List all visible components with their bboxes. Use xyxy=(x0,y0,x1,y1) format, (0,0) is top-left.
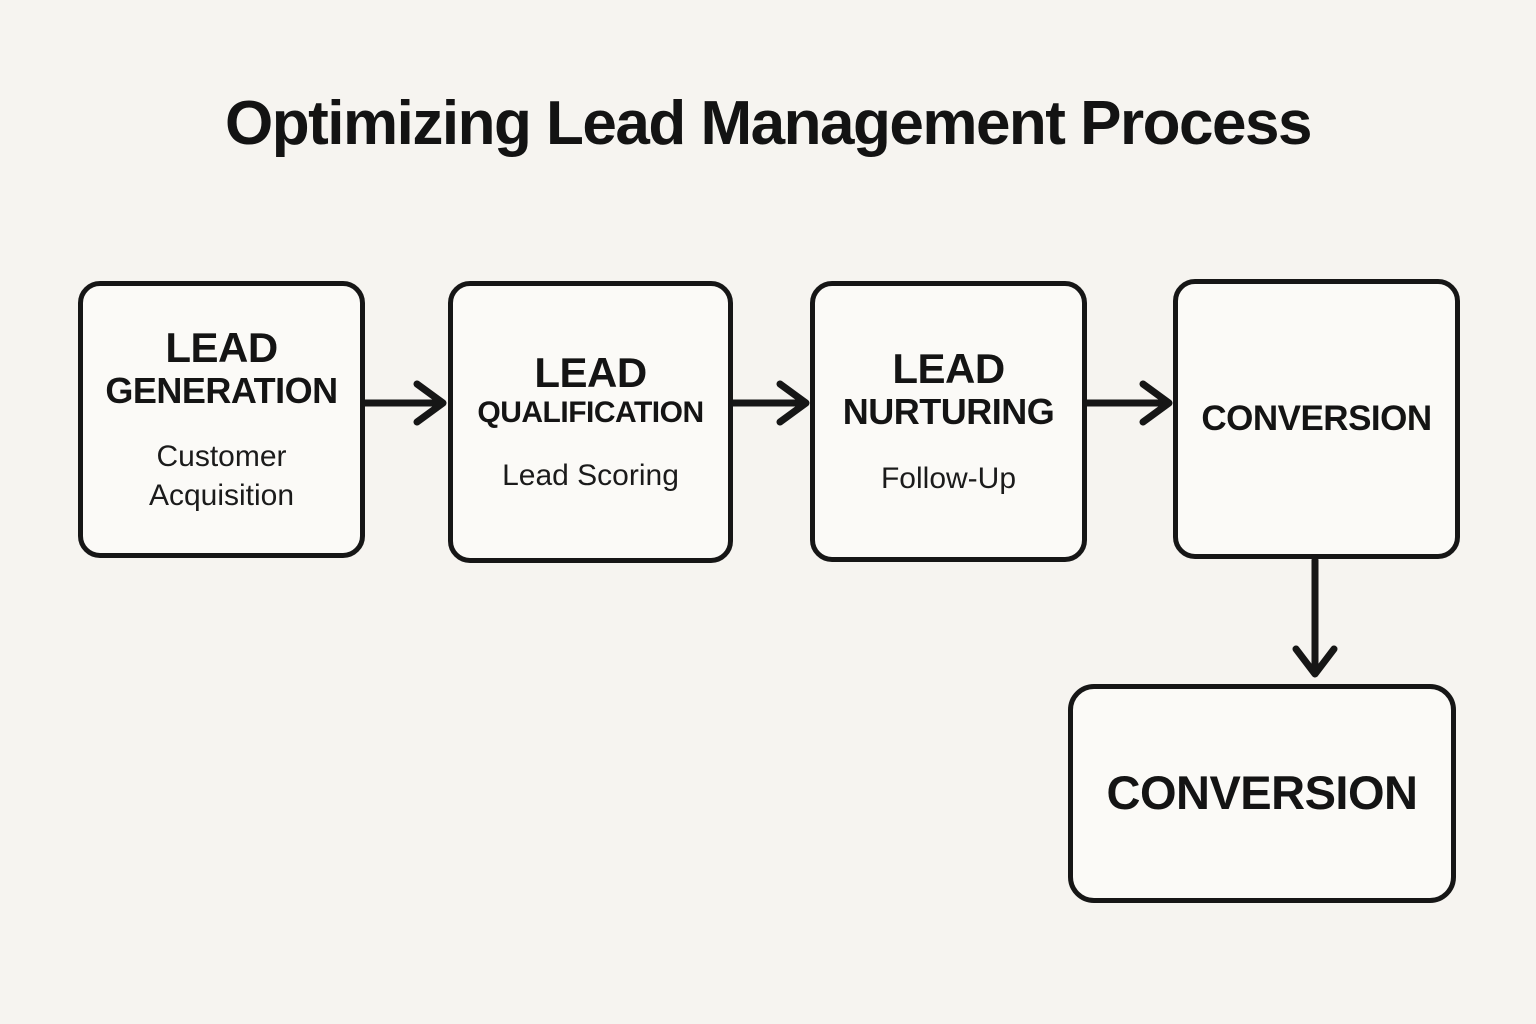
arrow-lead-nurturing-to-conversion xyxy=(1083,380,1173,426)
node-heading-line1: LEAD xyxy=(892,345,1005,393)
node-heading: CONVERSION xyxy=(1106,766,1419,820)
node-lead-nurturing: LEAD NURTURING Follow-Up xyxy=(810,281,1087,562)
node-conversion-final: CONVERSION xyxy=(1068,684,1456,903)
node-heading: LEAD GENERATION xyxy=(105,323,338,411)
node-subtitle: Follow-Up xyxy=(880,461,1017,495)
node-heading: LEAD NURTURING xyxy=(842,345,1055,433)
arrow-lead-qualification-to-lead-nurturing xyxy=(729,380,810,426)
node-conversion: CONVERSION xyxy=(1173,279,1460,559)
node-heading-line2: NURTURING xyxy=(842,391,1055,433)
node-heading-line1: CONVERSION xyxy=(1201,399,1432,439)
node-heading-line1: LEAD xyxy=(165,323,278,371)
node-subtitle: Lead Scoring xyxy=(502,458,679,492)
node-subtitle: Customer Acquisition xyxy=(148,440,295,513)
node-lead-generation: LEAD GENERATION Customer Acquisition xyxy=(78,281,365,558)
node-heading-line1: CONVERSION xyxy=(1106,766,1419,820)
arrow-lead-generation-to-lead-qualification xyxy=(361,380,447,426)
node-heading: CONVERSION xyxy=(1201,399,1432,439)
node-heading-line1: LEAD xyxy=(534,349,647,397)
arrow-conversion-to-conversion-final xyxy=(1292,556,1338,678)
node-heading-line2: QUALIFICATION xyxy=(477,396,704,430)
node-heading-line2: GENERATION xyxy=(105,369,338,411)
page-title: Optimizing Lead Management Process xyxy=(225,89,1312,158)
node-heading: LEAD QUALIFICATION xyxy=(477,349,704,430)
node-lead-qualification: LEAD QUALIFICATION Lead Scoring xyxy=(448,281,733,563)
